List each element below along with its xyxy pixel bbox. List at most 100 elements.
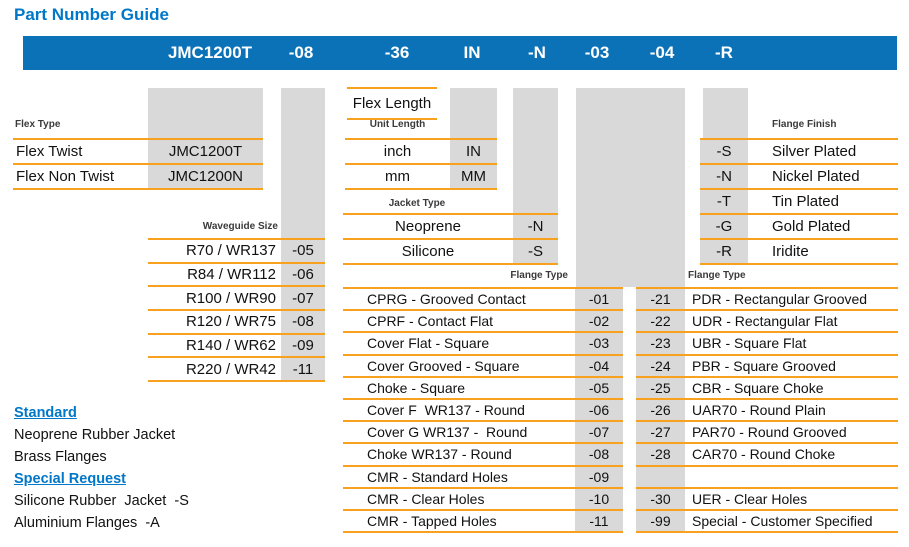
table-row: -27 PAR70 - Round Grooved xyxy=(636,420,898,443)
table-row: -G Gold Plated xyxy=(700,213,898,238)
jacket-type-table: Neoprene -N Silicone -S xyxy=(343,213,558,265)
table-row: Flex Twist JMC1200T xyxy=(13,138,263,163)
row-label: Cover Grooved - Square xyxy=(367,357,520,374)
row-code: -99 xyxy=(636,510,685,532)
row-label: UDR - Rectangular Flat xyxy=(692,313,838,330)
row-code: -27 xyxy=(636,422,685,443)
row-label: CPRF - Contact Flat xyxy=(367,313,494,330)
flex-type-table: Flex Twist JMC1200T Flex Non Twist JMC12… xyxy=(13,138,263,190)
table-row: -22 UDR - Rectangular Flat xyxy=(636,309,898,332)
row-code: -11 xyxy=(281,358,325,381)
row-label: R140 / WR62 xyxy=(185,337,276,355)
column-highlight-model xyxy=(148,88,263,138)
table-row: CMR - Standard Holes -09 xyxy=(343,464,623,487)
row-label: R100 / WR90 xyxy=(185,289,276,307)
table-row: -21 PDR - Rectangular Grooved xyxy=(636,287,898,310)
row-label: Cover G WR137 - Round xyxy=(367,424,528,441)
column-highlight-flange-types xyxy=(576,88,685,287)
flex-length-box: Flex Length xyxy=(347,87,437,120)
row-label: CMR - Standard Holes xyxy=(367,468,508,485)
row-code: -07 xyxy=(575,422,623,443)
row-label: inch xyxy=(383,143,412,160)
standard-item: Neoprene Rubber Jacket xyxy=(14,427,176,443)
row-code: -11 xyxy=(575,510,623,532)
table-row: -30 UER - Clear Holes xyxy=(636,486,898,509)
row-label: Gold Plated xyxy=(772,218,851,235)
table-row: -N Nickel Plated xyxy=(700,163,898,188)
row-code: -06 xyxy=(575,399,623,421)
special-item: Silicone Rubber Jacket -S xyxy=(14,493,189,509)
row-label: Iridite xyxy=(772,243,809,260)
row-label: Choke - Square xyxy=(367,379,466,396)
table-row: CMR - Tapped Holes -11 xyxy=(343,508,623,532)
table-row: CPRG - Grooved Contact -01 xyxy=(343,287,623,310)
row-code: -05 xyxy=(575,377,623,398)
flange-type-label-left: Flange Type xyxy=(510,270,568,281)
part-number-segment: -08 xyxy=(288,43,314,62)
row-code: -S xyxy=(700,140,748,163)
row-label: Tin Plated xyxy=(772,193,839,210)
table-row: -24 PBR - Square Grooved xyxy=(636,353,898,376)
unit-length-label: Unit Length xyxy=(369,119,426,130)
special-request-link[interactable]: Special Request xyxy=(14,471,127,487)
table-row: Cover F WR137 - Round -06 xyxy=(343,397,623,421)
row-code: -08 xyxy=(281,311,325,333)
row-label: Flex Twist xyxy=(16,143,83,160)
row-label: Cover Flat - Square xyxy=(367,335,490,352)
table-row: R120 / WR75 -08 xyxy=(148,309,325,333)
row-label: R220 / WR42 xyxy=(185,360,276,378)
notes-section: Standard Neoprene Rubber Jacket Brass Fl… xyxy=(14,402,189,534)
part-number-segment: -R xyxy=(715,43,733,62)
row-code: -02 xyxy=(575,311,623,332)
row-label: R120 / WR75 xyxy=(185,313,276,331)
row-code: -23 xyxy=(636,333,685,354)
row-code: IN xyxy=(450,140,497,163)
row-label: R84 / WR112 xyxy=(187,266,276,284)
flange-finish-label: Flange Finish xyxy=(772,119,837,130)
row-code: JMC1200N xyxy=(148,165,263,188)
row-code: -26 xyxy=(636,399,685,421)
table-row: -99 Special - Customer Specified xyxy=(636,508,898,532)
row-code: -06 xyxy=(281,263,325,286)
row-code: -04 xyxy=(575,355,623,376)
row-label: PDR - Rectangular Grooved xyxy=(692,291,868,308)
row-label: Flex Non Twist xyxy=(16,168,115,185)
row-code: -09 xyxy=(281,334,325,357)
table-row: R70 / WR137 -05 xyxy=(148,238,325,262)
row-code: -24 xyxy=(636,355,685,376)
table-row: Silicone -S xyxy=(343,238,558,263)
standard-link[interactable]: Standard xyxy=(14,405,77,421)
table-row: Cover Grooved - Square -04 xyxy=(343,353,623,376)
row-label: Silver Plated xyxy=(772,143,857,160)
row-code xyxy=(636,466,685,487)
row-code: -05 xyxy=(281,240,325,262)
row-code: -21 xyxy=(636,289,685,310)
row-code: -N xyxy=(513,215,558,238)
row-code: -08 xyxy=(575,444,623,465)
table-row: CMR - Clear Holes -10 xyxy=(343,486,623,509)
waveguide-size-label: Waveguide Size xyxy=(202,221,278,232)
row-code: -01 xyxy=(575,289,623,310)
table-row: R84 / WR112 -06 xyxy=(148,261,325,286)
table-row: -T Tin Plated xyxy=(700,188,898,213)
row-code: -28 xyxy=(636,444,685,465)
part-number-segment: -36 xyxy=(384,43,410,62)
row-label: R70 / WR137 xyxy=(185,242,276,260)
flange-type-table-left: CPRG - Grooved Contact -01 CPRF - Contac… xyxy=(343,287,623,534)
row-code: -25 xyxy=(636,377,685,398)
jacket-type-label: Jacket Type xyxy=(388,198,446,209)
row-code: -G xyxy=(700,215,748,238)
row-code: -03 xyxy=(575,333,623,354)
row-label: Neoprene xyxy=(395,218,461,235)
row-label: Silicone xyxy=(401,243,455,260)
waveguide-size-table: R70 / WR137 -05 R84 / WR112 -06 R100 / W… xyxy=(148,238,325,383)
table-row: R100 / WR90 -07 xyxy=(148,285,325,310)
table-row: R220 / WR42 -11 xyxy=(148,356,325,381)
part-number-segment: -03 xyxy=(584,43,610,62)
table-row: CPRF - Contact Flat -02 xyxy=(343,309,623,332)
row-label: Nickel Plated xyxy=(772,168,860,185)
part-number-segment: -N xyxy=(528,43,546,62)
row-label: Special - Customer Specified xyxy=(692,512,873,529)
table-row: Choke - Square -05 xyxy=(343,375,623,398)
